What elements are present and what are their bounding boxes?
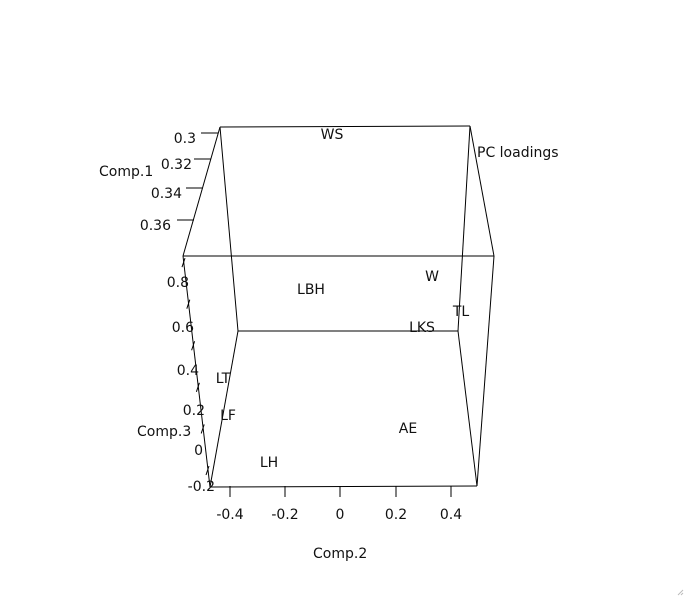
point-label: WS xyxy=(321,127,344,143)
x-tick-label: -0.2 xyxy=(271,507,298,523)
chart-title: PC loadings xyxy=(477,145,559,161)
point-label: LBH xyxy=(297,282,325,298)
box-edge xyxy=(469,125,495,257)
x-tick-label: 0.4 xyxy=(440,507,462,523)
point-labels: WS LBH W TL LKS LT LF AE LH xyxy=(216,127,470,471)
box-edge xyxy=(457,330,478,487)
box-edge xyxy=(219,126,239,332)
y-tick-label: 0.36 xyxy=(140,218,171,234)
resize-grip-icon[interactable] xyxy=(677,589,684,596)
y-tick-label: 0.32 xyxy=(161,157,192,173)
z-tick-label: 0 xyxy=(194,443,203,459)
z-tick-label: 0.4 xyxy=(177,363,199,379)
box-edge xyxy=(219,125,471,128)
y-axis-ticks: 0.3 0.32 0.34 0.36 xyxy=(140,131,218,234)
x-tick-label: -0.4 xyxy=(216,507,243,523)
z-axis-ticks: -0.2 0 0.2 0.4 0.6 0.8 xyxy=(167,257,215,495)
point-label: LH xyxy=(260,455,278,471)
z-tick-mark xyxy=(191,341,196,351)
x-tick-label: 0 xyxy=(336,507,345,523)
box-edge xyxy=(182,126,221,257)
x-tick-label: 0.2 xyxy=(385,507,407,523)
point-label: TL xyxy=(452,304,470,320)
y-tick-label: 0.3 xyxy=(174,131,196,147)
plot-box xyxy=(182,125,495,488)
point-label: LF xyxy=(220,408,236,424)
box-edge xyxy=(209,485,478,488)
z-axis-label: Comp.3 xyxy=(137,424,191,440)
y-tick-label: 0.34 xyxy=(151,186,182,202)
z-tick-label: 0.8 xyxy=(167,275,189,291)
x-axis-ticks: -0.4 -0.2 0 0.2 0.4 xyxy=(216,486,462,523)
point-label: W xyxy=(425,269,439,285)
point-label: LT xyxy=(216,371,231,387)
box-edge xyxy=(457,125,471,332)
z-tick-mark xyxy=(200,424,205,434)
z-tick-label: 0.2 xyxy=(183,403,205,419)
z-tick-mark xyxy=(195,382,200,392)
box-edge xyxy=(182,255,211,488)
box-edge xyxy=(476,255,495,487)
point-label: AE xyxy=(399,421,417,437)
z-tick-mark xyxy=(181,257,186,268)
x-axis-label: Comp.2 xyxy=(313,546,367,562)
z-tick-label: 0.6 xyxy=(172,320,194,336)
z-tick-mark xyxy=(205,465,210,476)
y-axis-label: Comp.1 xyxy=(99,164,153,180)
z-tick-label: -0.2 xyxy=(188,479,215,495)
point-label: LKS xyxy=(409,320,435,336)
z-tick-mark xyxy=(186,299,191,309)
box-edge xyxy=(209,330,239,488)
